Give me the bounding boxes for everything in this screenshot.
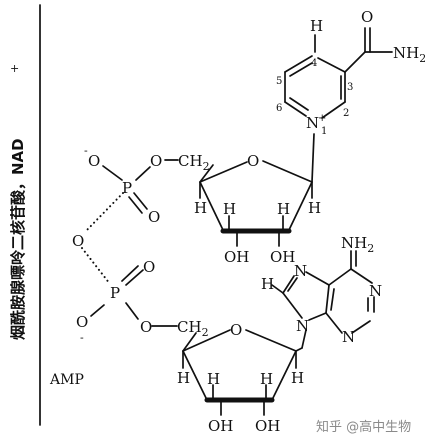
adenine-n9-label: N	[296, 317, 309, 335]
pyridinium-n-label: N	[306, 114, 319, 132]
bottom-ribose-oh-left: OH	[208, 417, 233, 435]
top-ribose-ring	[199, 133, 315, 247]
bottom-ester-o-label: O	[140, 318, 152, 336]
top-ribose-oh-right: OH	[270, 248, 295, 266]
position-4-label: 4	[311, 58, 317, 69]
position-3-label: 3	[347, 82, 353, 93]
top-phosphate-bonds	[81, 159, 179, 285]
bottom-ribose-ring-o-label: O	[230, 321, 242, 339]
bottom-phosphate-bonds	[90, 265, 178, 327]
top-ribose-h-2: H	[308, 199, 321, 217]
amide-oxygen-label: O	[361, 8, 373, 26]
position-2-label: 2	[343, 108, 349, 119]
position-5-label: 5	[276, 76, 282, 87]
bottom-ribose-h-4: H	[260, 370, 273, 388]
bottom-ribose-h-2: H	[291, 369, 304, 387]
adenine-n7-label: N	[294, 262, 307, 280]
side-title: 烟酰胺腺嘌呤二核苷酸，NAD	[9, 138, 27, 340]
adenine-nh2-label: NH2	[341, 234, 374, 255]
adenine-n1-label: N	[369, 282, 382, 300]
bottom-ribose-h-3: H	[207, 370, 220, 388]
top-phosphorus-label: P	[122, 179, 132, 197]
top-o-minus-charge: -	[84, 144, 88, 157]
bottom-ribose-oh-right: OH	[255, 417, 280, 435]
nicotinamide-ring	[284, 27, 393, 119]
bottom-p-double-o-label: O	[143, 258, 155, 276]
top-p-double-o-label: O	[148, 208, 160, 226]
amide-nh2-label: NH2	[393, 44, 425, 65]
top-ribose-oh-left: OH	[224, 248, 249, 266]
top-ester-o-label: O	[150, 152, 162, 170]
top-o-minus-label: O	[88, 152, 100, 170]
bottom-o-minus-label: O	[76, 313, 88, 331]
bottom-phosphorus-label: P	[110, 284, 120, 302]
pyridinium-charge: +	[318, 113, 326, 124]
adenine-h8-label: H	[261, 275, 274, 293]
top-ribose-ring-o-label: O	[247, 152, 259, 170]
position-6-label: 6	[276, 103, 282, 114]
top-ribose-h-3: H	[223, 200, 236, 218]
top-ribose-h-1: H	[194, 199, 207, 217]
adenine-n3-label: N	[342, 328, 355, 346]
top-ribose-h-4: H	[277, 200, 290, 218]
side-title-superscript: +	[10, 62, 19, 75]
bottom-ribose-h-1: H	[177, 369, 190, 387]
bottom-ribose-ring	[182, 329, 303, 416]
top-ch2-label: CH2	[178, 152, 210, 173]
watermark-text: 知乎 @高中生物	[316, 419, 411, 435]
bottom-o-minus-charge: -	[80, 331, 84, 344]
amp-label: AMP	[49, 372, 84, 388]
bottom-ch2-label: CH2	[177, 318, 209, 339]
adenine-rings	[271, 250, 375, 349]
ring-h-label: H	[310, 17, 323, 35]
position-1-label: 1	[321, 126, 327, 137]
bridging-oxygen-label: O	[72, 232, 84, 250]
